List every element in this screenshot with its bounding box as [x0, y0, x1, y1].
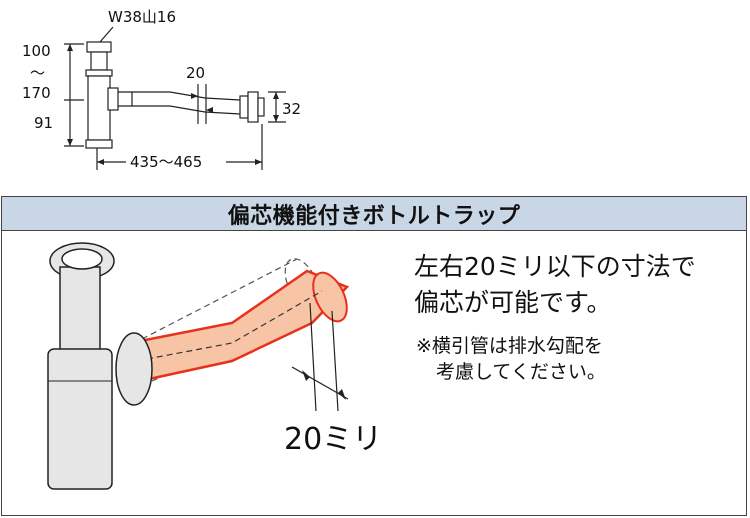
offset-dim-label: 20	[186, 64, 205, 82]
description: 左右20ミリ以下の寸法で 偏芯が可能です。	[414, 249, 696, 321]
offset-20mm-label: 20ミリ	[284, 422, 382, 457]
bottle-trap-illustration: 20ミリ	[47, 242, 382, 490]
description-line-1: 左右20ミリ以下の寸法で	[414, 252, 696, 281]
slope-note: ※横引管は排水勾配を 考慮してください。	[416, 333, 606, 385]
lower-height-label: 91	[34, 114, 53, 132]
feature-panel: 偏芯機能付きボトルトラップ 20ミリ	[1, 196, 747, 516]
pipe-diameter-label: 32	[282, 100, 301, 118]
note-line-1: ※横引管は排水勾配を	[416, 335, 603, 357]
panel-title: 偏芯機能付きボトルトラップ	[2, 197, 746, 231]
dimension-drawing: W38山16 100 〜 170 91 20 32 435〜465	[22, 8, 301, 171]
thread-label: W38山16	[108, 8, 176, 26]
height-range-sep: 〜	[30, 64, 45, 82]
note-line-2: 考慮してください。	[436, 361, 606, 383]
height-range-top: 100	[22, 42, 51, 60]
length-label: 435〜465	[130, 153, 202, 171]
description-line-2: 偏芯が可能です。	[414, 288, 612, 317]
height-range-bottom: 170	[22, 84, 51, 102]
